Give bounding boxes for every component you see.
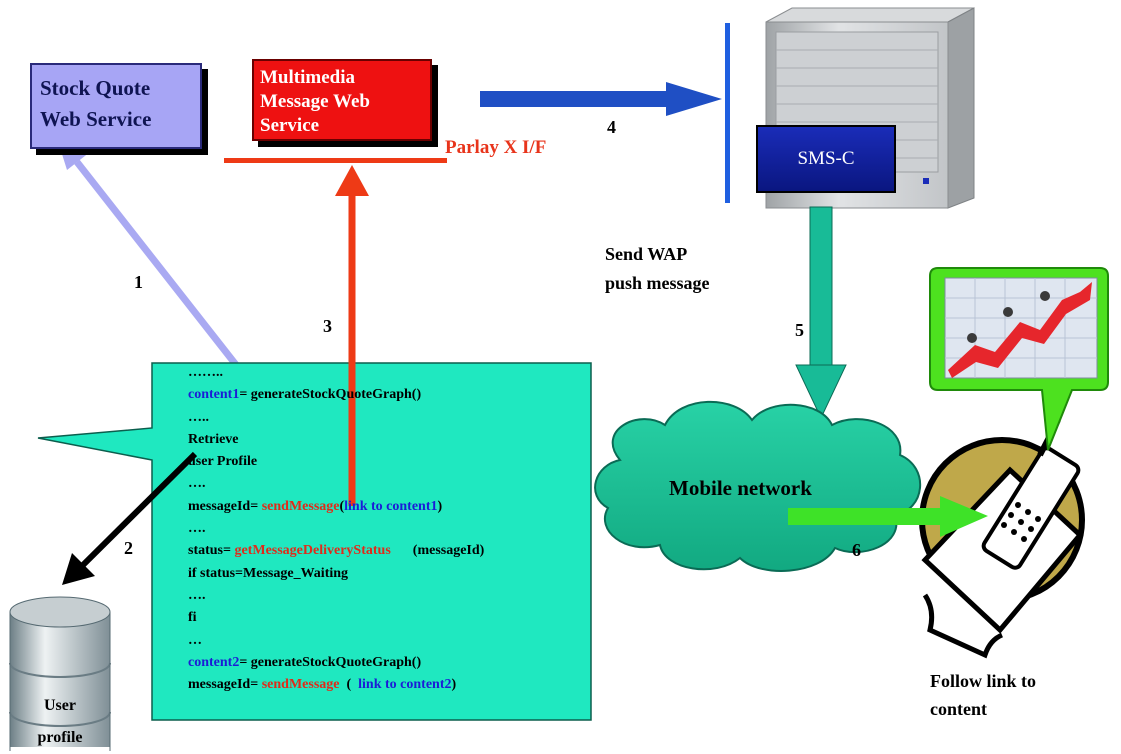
- multimedia-label-line1: Multimedia: [260, 67, 355, 88]
- code-paren-close-1: ): [437, 498, 443, 514]
- step6-arrow: [788, 496, 988, 537]
- code-callout: [37, 362, 592, 721]
- parlay-interface-line: [224, 158, 447, 163]
- code-arg-link1: link to content1: [344, 498, 438, 514]
- user-profile-database-icon: [9, 596, 111, 751]
- code-paren-open-1: (: [339, 498, 345, 514]
- step-6-label: 6: [852, 540, 861, 560]
- send-wap-line1: Send WAP: [605, 244, 688, 264]
- step-4-label: 4: [607, 117, 616, 137]
- parlay-interface-label: Parlay X I/F: [445, 137, 547, 158]
- code-line-3: …..: [188, 409, 209, 425]
- follow-link-label: Follow link to content: [930, 667, 1036, 723]
- code-paren-open-2: (: [339, 677, 359, 693]
- step4-arrow: [480, 82, 722, 116]
- smsc-box: SMS-C: [756, 125, 896, 193]
- code-line-7: messageId= sendMessage(link to content1): [188, 496, 484, 518]
- code-func-sendmessage-2: sendMessage: [261, 677, 340, 693]
- pseudo-code-block: …….. content1= generateStockQuoteGraph()…: [188, 362, 484, 696]
- step-3-label: 3: [323, 316, 332, 336]
- user-profile-line1: User: [44, 697, 76, 714]
- code-line-1: ……..: [188, 365, 223, 380]
- code-call-generate2: = generateStockQuoteGraph(): [239, 654, 422, 670]
- code-line-11: ….: [188, 587, 206, 603]
- step5-arrow: [795, 206, 847, 420]
- stock-quote-label-line2: Web Service: [40, 107, 152, 131]
- code-line-5: user Profile: [188, 454, 258, 470]
- code-line-13: …: [188, 632, 202, 648]
- code-line-4: Retrieve: [188, 431, 239, 447]
- follow-link-line2: content: [930, 699, 987, 719]
- code-messageid-2: messageId=: [188, 677, 262, 693]
- code-func-getstatus: getMessageDeliveryStatus: [234, 543, 391, 559]
- stock-quote-label-line1: Stock Quote: [40, 76, 151, 100]
- code-arg-link2: link to content2: [358, 677, 452, 693]
- code-paren-close-2: ): [451, 677, 457, 693]
- step2-arrow: [62, 451, 198, 585]
- mobile-phone-icon: [919, 418, 1085, 659]
- multimedia-label-line3: Service: [260, 115, 320, 136]
- code-line-2: content1= generateStockQuoteGraph(): [188, 384, 484, 406]
- code-line-10: if status=Message_Waiting: [188, 565, 349, 581]
- code-line-9: status= getMessageDeliveryStatus (message…: [188, 540, 484, 562]
- code-var-content2: content2: [188, 654, 240, 670]
- step-1-label: 1: [134, 272, 143, 292]
- multimedia-label-line2: Message Web: [260, 91, 370, 112]
- code-status-assign: status=: [188, 543, 235, 559]
- send-wap-push-label: Send WAP push message: [605, 240, 710, 298]
- multimedia-message-web-service: Multimedia Message Web Service: [252, 59, 432, 141]
- user-profile-label: User profile: [10, 690, 110, 754]
- step1-arrow: [57, 138, 265, 401]
- code-line-14: content2= generateStockQuoteGraph(): [188, 652, 484, 674]
- follow-link-line1: Follow link to: [930, 671, 1037, 691]
- send-wap-line2: push message: [605, 273, 710, 293]
- interface-line-blue: [725, 23, 730, 203]
- code-line-6: ….: [188, 476, 206, 492]
- stock-quote-web-service: Stock Quote Web Service: [30, 63, 202, 149]
- code-line-8: ….: [188, 521, 206, 537]
- mobile-network-label: Mobile network: [669, 476, 812, 500]
- code-line-12: fi: [188, 610, 197, 626]
- step-5-label: 5: [795, 320, 804, 340]
- user-profile-line2: profile: [37, 729, 83, 746]
- stock-graph-image: [929, 267, 1109, 451]
- code-arg-messageid: (messageId): [412, 543, 485, 559]
- step-2-label: 2: [124, 538, 133, 558]
- code-func-sendmessage-1: sendMessage: [261, 498, 340, 514]
- code-messageid-1: messageId=: [188, 498, 262, 514]
- step3-arrow: [335, 165, 369, 506]
- code-call-generate1: = generateStockQuoteGraph(): [239, 387, 422, 403]
- code-line-15: messageId= sendMessage ( link to content…: [188, 674, 484, 696]
- code-var-content1: content1: [188, 387, 240, 403]
